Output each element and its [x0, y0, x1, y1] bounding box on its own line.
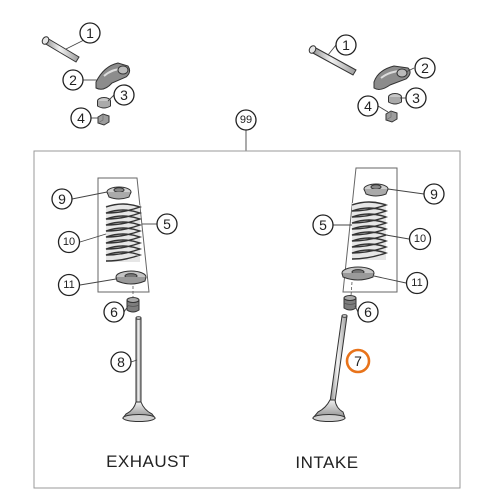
callout-2-left: 2	[62, 69, 84, 91]
leader-2-right	[405, 67, 415, 73]
callout-4-right: 4	[357, 95, 379, 117]
intake-spring-seat	[341, 266, 375, 281]
exhaust-spring-seat	[115, 270, 147, 285]
leader-1-right	[327, 44, 337, 56]
right-rocker-arm	[373, 65, 411, 90]
left-rocker-shaft	[41, 36, 80, 63]
callout-1-right: 1	[335, 34, 357, 56]
intake-label: INTAKE	[295, 453, 358, 472]
svg-text:8: 8	[117, 354, 125, 370]
leader-10-intake	[385, 234, 410, 240]
svg-text:3: 3	[120, 87, 128, 103]
svg-text:11: 11	[63, 279, 74, 291]
svg-text:10: 10	[414, 233, 426, 245]
left-adjuster-nut	[97, 113, 110, 126]
svg-text:3: 3	[412, 90, 420, 106]
callout-10-exhaust: 10	[57, 230, 81, 254]
svg-text:5: 5	[163, 216, 171, 232]
exhaust-valve-group	[71, 177, 157, 422]
intake-valve-group	[311, 167, 425, 422]
svg-text:4: 4	[364, 98, 372, 114]
svg-text:9: 9	[430, 186, 438, 202]
callout-4-left: 4	[70, 107, 92, 129]
callout-3-right: 3	[405, 87, 427, 109]
svg-text:7: 7	[354, 353, 362, 369]
intake-alignment-line	[350, 281, 353, 297]
intake-valve-spring	[351, 201, 389, 260]
callout-1-left: 1	[79, 22, 101, 44]
svg-text:1: 1	[342, 37, 350, 53]
leader-3-left	[107, 94, 115, 102]
svg-text:6: 6	[110, 304, 118, 320]
callout-2-right: 2	[414, 57, 436, 79]
callout-99: 99	[235, 109, 257, 131]
intake-stem-seal	[343, 295, 357, 311]
callout-5-intake: 5	[312, 214, 334, 236]
intake-spring-retainer	[363, 183, 389, 197]
svg-text:5: 5	[319, 217, 327, 233]
leader-1-left	[65, 39, 85, 50]
callout-11-exhaust: 11	[57, 273, 81, 297]
intake-valve	[311, 314, 348, 422]
callout-9-intake: 9	[423, 183, 445, 205]
callout-8: 8	[110, 351, 132, 373]
right-adjuster-nut	[385, 110, 398, 123]
assembly-group-frame	[33, 150, 461, 489]
leader-9-intake	[387, 188, 425, 195]
right-rocker-shaft	[308, 45, 357, 76]
svg-text:2: 2	[69, 72, 77, 88]
svg-text:4: 4	[77, 110, 85, 126]
callout-5-exhaust: 5	[156, 213, 178, 235]
callout-7-highlighted[interactable]: 7	[345, 348, 371, 374]
exhaust-valve	[122, 316, 156, 422]
leader-10-exhaust	[79, 233, 107, 243]
exhaust-spring-kit-frame	[97, 177, 150, 293]
leader-4-right	[377, 105, 389, 113]
callout-6-intake: 6	[357, 301, 379, 323]
left-rocker-group	[41, 36, 131, 126]
svg-text:2: 2	[421, 60, 429, 76]
svg-text:1: 1	[86, 25, 94, 41]
svg-text:11: 11	[411, 277, 422, 289]
leader-6-exhaust	[123, 305, 129, 313]
exhaust-label: EXHAUST	[106, 452, 190, 471]
svg-text:6: 6	[364, 304, 372, 320]
left-rocker-arm	[95, 62, 131, 90]
leader-11-intake	[373, 275, 407, 284]
callout-11-intake: 11	[405, 271, 429, 295]
right-rocker-group	[308, 44, 415, 123]
right-valve-cap	[388, 93, 402, 105]
svg-text:99: 99	[240, 114, 252, 126]
callout-3-left: 3	[113, 84, 135, 106]
left-valve-cap	[97, 97, 111, 109]
intake-spring-kit-frame	[342, 167, 398, 293]
svg-text:10: 10	[63, 236, 75, 248]
leader-9-exhaust	[71, 191, 108, 200]
leader-11-exhaust	[79, 278, 117, 286]
callout-9-exhaust: 9	[51, 188, 73, 210]
callout-6-exhaust: 6	[103, 301, 125, 323]
exhaust-spring-retainer	[106, 186, 132, 200]
exhaust-valve-spring	[105, 203, 143, 262]
callout-10-intake: 10	[408, 227, 432, 251]
svg-text:9: 9	[58, 191, 66, 207]
exhaust-stem-seal	[126, 297, 140, 313]
leader-8	[130, 359, 138, 363]
